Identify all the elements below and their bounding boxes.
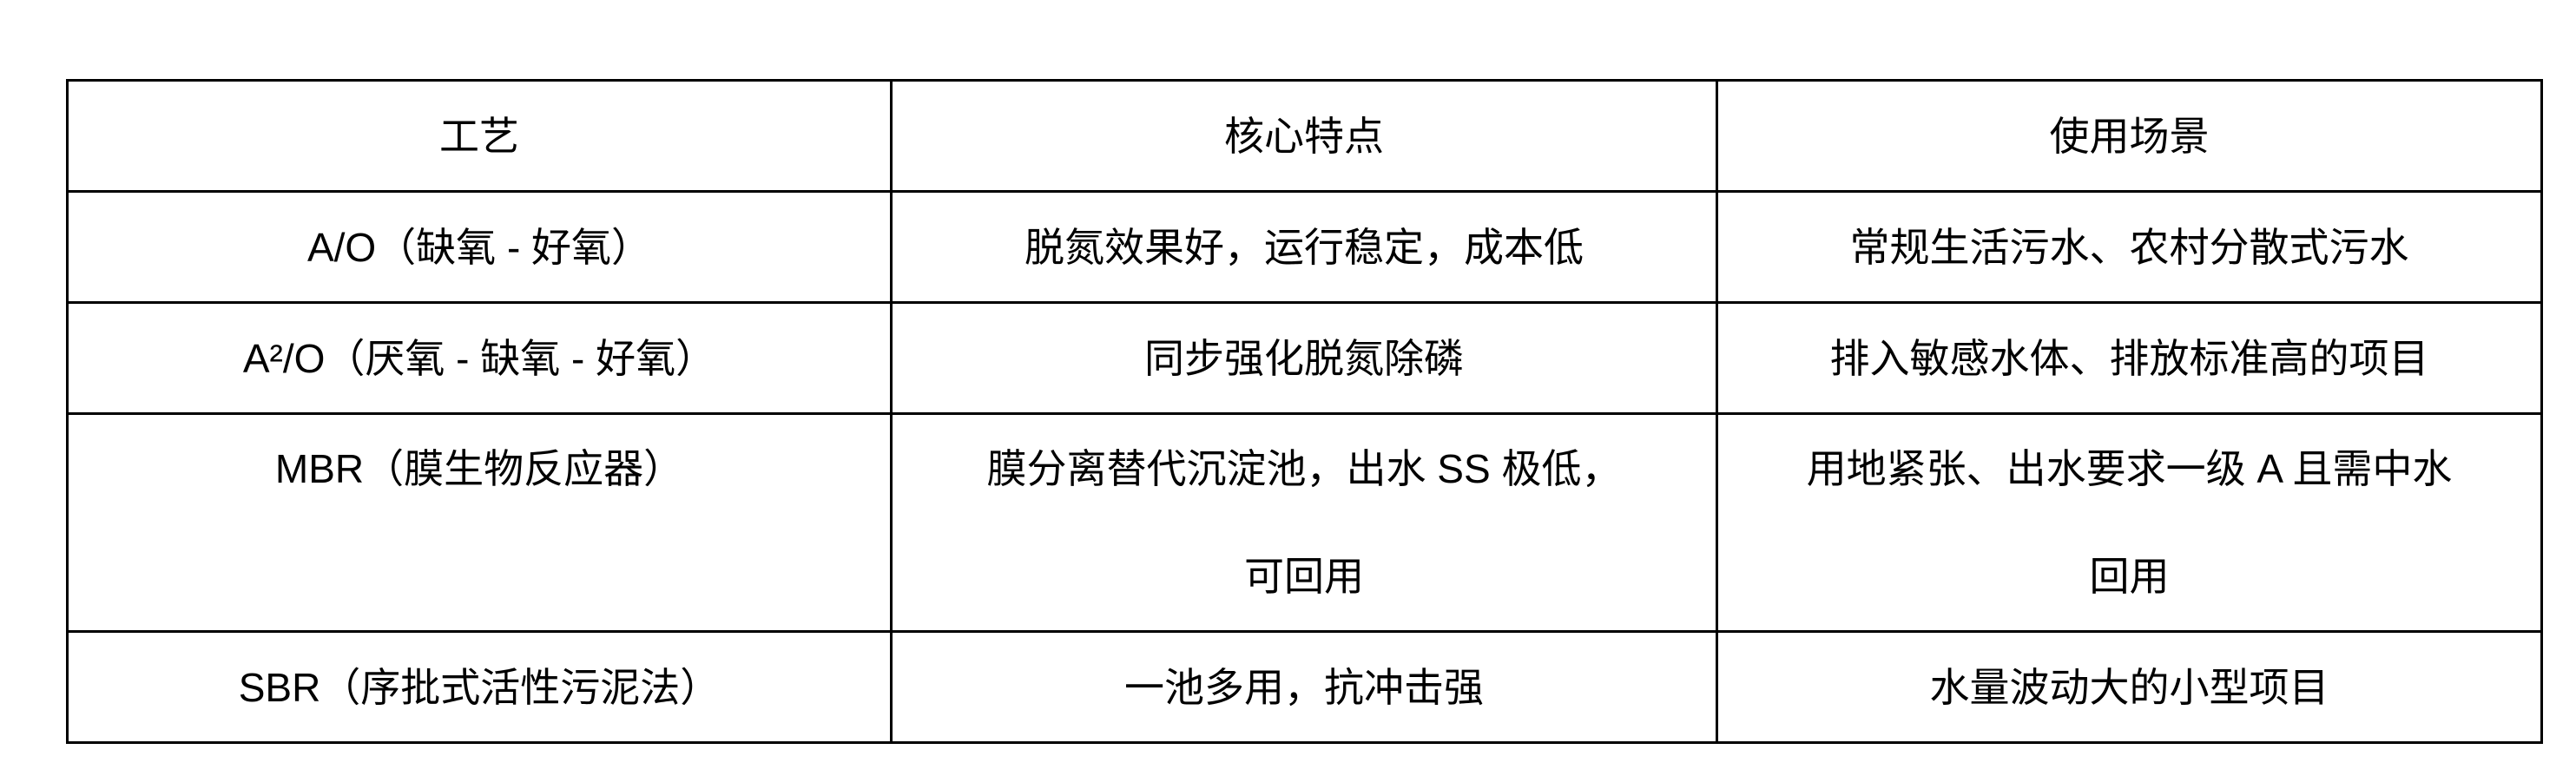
cell-line: MBR（膜生物反应器） xyxy=(274,446,684,491)
cell-scenarios: 水量波动大的小型项目 xyxy=(1716,630,2543,744)
table-row: SBR（序批式活性污泥法） 一池多用，抗冲击强 水量波动大的小型项目 xyxy=(66,630,2543,744)
cell-features: 脱氮效果好，运行稳定，成本低 xyxy=(890,190,1718,304)
header-process: 工艺 xyxy=(66,79,893,193)
cell-scenarios: 排入敏感水体、排放标准高的项目 xyxy=(1716,301,2543,415)
cell-line: 脱氮效果好，运行稳定，成本低 xyxy=(1024,224,1584,270)
table-row: MBR（膜生物反应器） 膜分离替代沉淀池，出水 SS 极低， 可回用 用地紧张、… xyxy=(66,412,2543,633)
process-comparison-table: 工艺 核心特点 使用场景 A/O（缺氧 - 好氧） 脱氮效果好，运行稳定，成本低… xyxy=(66,79,2543,744)
cell-features: 膜分离替代沉淀池，出水 SS 极低， 可回用 xyxy=(890,412,1718,633)
cell-line: 一池多用，抗冲击强 xyxy=(1124,664,1484,710)
cell-line: 常规生活污水、农村分散式污水 xyxy=(1849,224,2409,270)
header-features: 核心特点 xyxy=(890,79,1718,193)
cell-process: MBR（膜生物反应器） xyxy=(66,412,893,633)
header-scenarios: 使用场景 xyxy=(1716,79,2543,193)
cell-line: 水量波动大的小型项目 xyxy=(1929,664,2329,710)
cell-line: 用地紧张、出水要求一级 A 且需中水 xyxy=(1806,446,2453,491)
cell-line: 排入敏感水体、排放标准高的项目 xyxy=(1829,335,2429,381)
cell-line: 膜分离替代沉淀池，出水 SS 极低， xyxy=(986,446,1622,491)
cell-scenarios: 用地紧张、出水要求一级 A 且需中水 回用 xyxy=(1716,412,2543,633)
cell-features: 同步强化脱氮除磷 xyxy=(890,301,1718,415)
cell-process: A²/O（厌氧 - 缺氧 - 好氧） xyxy=(66,301,893,415)
cell-line: 回用 xyxy=(2089,554,2170,599)
cell-line: 可回用 xyxy=(1244,554,1364,599)
cell-line: 同步强化脱氮除磷 xyxy=(1144,335,1464,381)
table-row: A²/O（厌氧 - 缺氧 - 好氧） 同步强化脱氮除磷 排入敏感水体、排放标准高… xyxy=(66,301,2543,415)
table-row: A/O（缺氧 - 好氧） 脱氮效果好，运行稳定，成本低 常规生活污水、农村分散式… xyxy=(66,190,2543,304)
cell-process: SBR（序批式活性污泥法） xyxy=(66,630,893,744)
cell-features: 一池多用，抗冲击强 xyxy=(890,630,1718,744)
table-header-row: 工艺 核心特点 使用场景 xyxy=(66,79,2543,193)
cell-scenarios: 常规生活污水、农村分散式污水 xyxy=(1716,190,2543,304)
cell-process: A/O（缺氧 - 好氧） xyxy=(66,190,893,304)
